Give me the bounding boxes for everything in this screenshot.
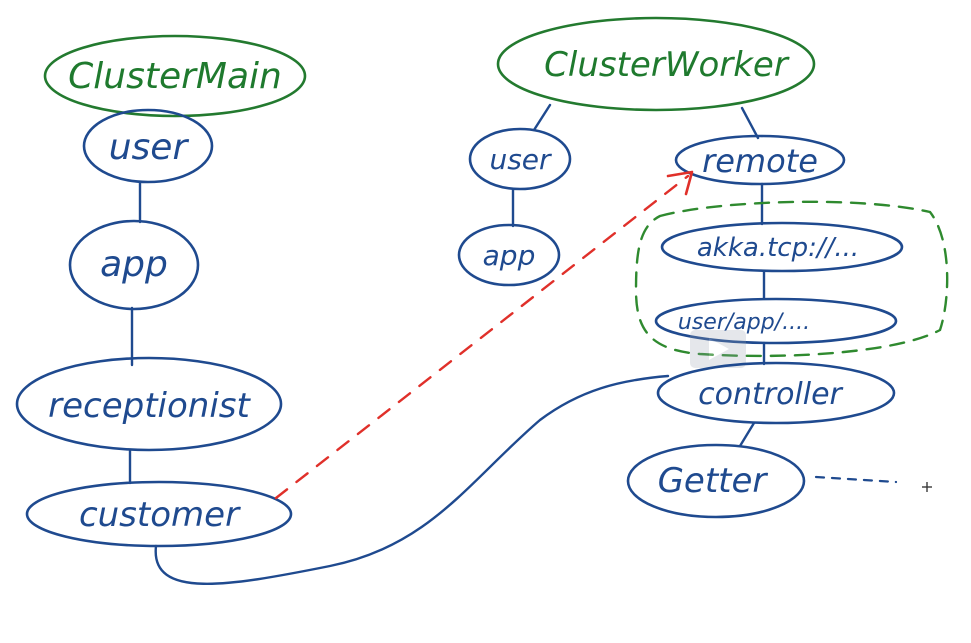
user-app-path-label: user/app/....: [678, 310, 810, 335]
remote-lookup-arrow: [274, 174, 690, 500]
app-node-left: [68, 219, 200, 311]
app-label-left: app: [100, 244, 168, 285]
user-label-right: user: [489, 143, 552, 176]
remote-lookup-arrowhead: [666, 170, 694, 196]
getter-label: Getter: [658, 461, 769, 501]
app-node-right: [457, 223, 561, 287]
cluster-worker-label: ClusterWorker: [544, 45, 790, 85]
getter-node: [626, 443, 806, 519]
receptionist-label: receptionist: [48, 386, 251, 426]
customer-node: [25, 480, 293, 548]
remote-path-group: [634, 200, 949, 358]
user-label-left: user: [109, 127, 190, 168]
akka-tcp-label: akka.tcp://...: [697, 233, 859, 263]
getter-continuation: [814, 475, 898, 484]
edge-worker-user: [532, 103, 552, 132]
cluster-worker-node: [496, 16, 816, 112]
user-node-right: [468, 127, 572, 191]
app-label-right: app: [483, 239, 536, 272]
controller-label: controller: [698, 377, 843, 412]
customer-controller-link: [154, 374, 670, 585]
akka-tcp-node: [660, 221, 904, 273]
cluster-main-label: ClusterMain: [68, 56, 282, 97]
edge-worker-remote: [740, 106, 760, 140]
user-node-left: [82, 108, 214, 184]
cluster-main-node: [43, 34, 307, 118]
plus-mark: [922, 482, 932, 492]
edge-controller-getter: [738, 421, 756, 448]
play-icon: [690, 330, 746, 368]
user-app-path-node: [654, 297, 898, 345]
receptionist-node: [15, 356, 283, 452]
remote-label: remote: [702, 142, 818, 180]
controller-node: [656, 361, 896, 425]
remote-node: [674, 134, 846, 186]
customer-label: customer: [79, 495, 241, 535]
